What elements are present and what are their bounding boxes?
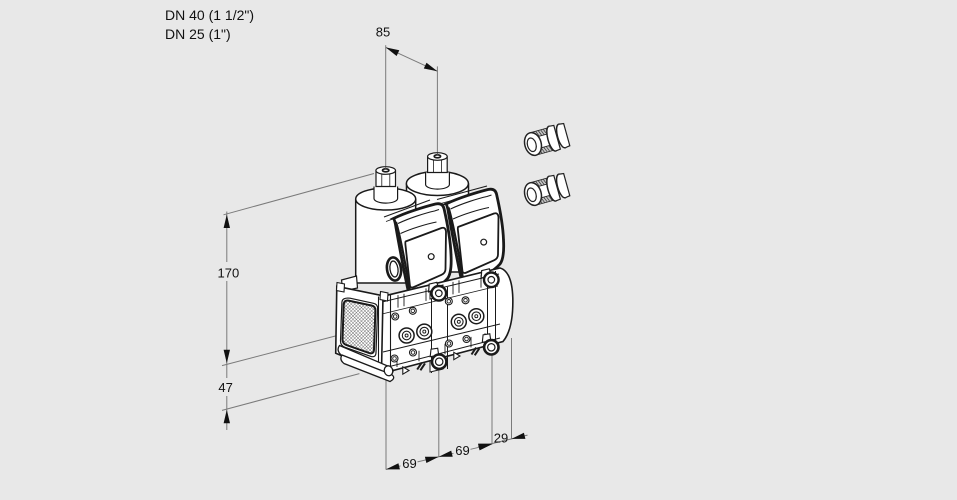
svg-text:85: 85 [376, 25, 390, 40]
svg-text:47: 47 [218, 380, 232, 395]
svg-text:69: 69 [402, 456, 416, 471]
svg-text:29: 29 [494, 431, 508, 446]
svg-text:170: 170 [218, 265, 240, 280]
svg-text:69: 69 [455, 443, 469, 458]
